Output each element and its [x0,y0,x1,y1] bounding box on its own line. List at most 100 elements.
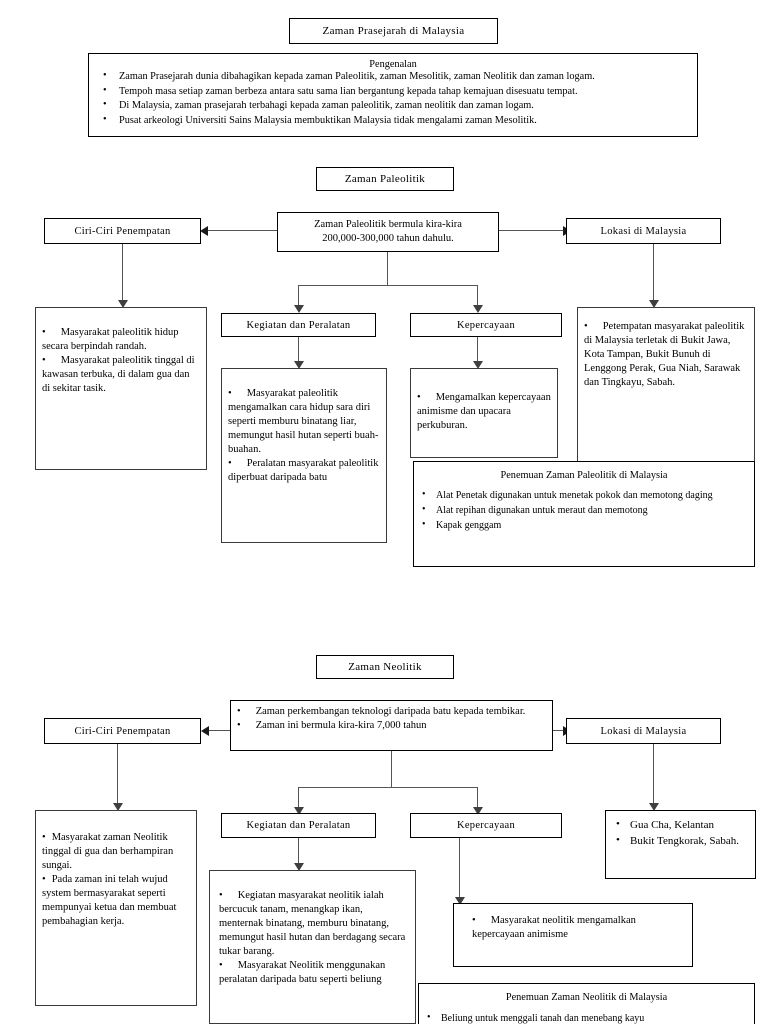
connector-to-kepercayaan [477,285,479,306]
connector-lokasi-down [653,244,655,301]
connector-paleolitik-stem [387,252,389,286]
arrowhead-left-ciri [200,226,208,236]
paleolitik-lokasi-header: Lokasi di Malaysia [600,225,687,237]
list-item: Beliung untuk menggali tanah dan meneban… [419,1011,754,1024]
paleolitik-ciri-header-box: Ciri-Ciri Penempatan [44,218,201,244]
neolitik-lokasi-detail-box: Gua Cha, Kelantan Bukit Tengkorak, Sabah… [605,810,756,879]
paleolitik-penemuan-box: Penemuan Zaman Paleolitik di Malaysia Al… [413,461,755,567]
arrowhead-down-kegiatan-detail [294,361,304,369]
pengenalan-list: Zaman Prasejarah dunia dibahagikan kepad… [89,69,697,129]
neolitik-kepercayaan-detail-box: •Masyarakat neolitik mengamalkan keperca… [453,903,693,967]
arrowhead-down-kegiatan [294,305,304,313]
connector-neolitik-to-lokasi [553,730,564,732]
neolitik-lokasi-header-box: Lokasi di Malaysia [566,718,721,744]
list-item: Alat repihan digunakan untuk meraut dan … [414,503,754,518]
paleolitik-kegiatan-bullet-1: •Masyarakat paleolitik mengamalkan cara … [228,388,379,456]
connector-neolitik-to-ciri [209,730,230,732]
paleolitik-kepercayaan-header: Kepercayaan [456,319,516,331]
paleolitik-lokasi-detail-box: •Petempatan masyarakat paleolitik di Mal… [577,307,755,462]
connector-to-kegiatan-neolitik [298,787,300,808]
arrowhead-down-kepercayaan-neolitik [473,807,483,815]
neolitik-main-bullet-2: •Zaman ini bermula kira-kira 7,000 tahun [237,720,427,732]
paleolitik-kepercayaan-header-box: Kepercayaan [410,313,562,337]
neolitik-kegiatan-detail-box: •Kegiatan masyarakat neolitik ialah berc… [209,870,416,1024]
neolitik-kegiatan-header: Kegiatan dan Peralatan [246,820,351,831]
neolitik-lokasi-header: Lokasi di Malaysia [600,725,687,737]
pengenalan-heading: Pengenalan [369,59,417,70]
paleolitik-kepercayaan-detail-box: •Mengamalkan kepercayaan animisme dan up… [410,368,558,458]
connector-ciri-down [122,244,124,301]
paleolitik-main-line-1: Zaman Paleolitik bermula kira-kira [314,219,462,230]
list-item: Gua Cha, Kelantan [612,817,755,834]
connector-kepercayaan-down [477,337,479,363]
arrowhead-down-kepercayaan [473,305,483,313]
arrowhead-down-kepercayaan-detail [473,361,483,369]
list-item: Alat Penetak digunakan untuk menetak pok… [414,488,754,503]
neolitik-section-title: Zaman Neolitik [348,661,422,673]
list-item: Bukit Tengkorak, Sabah. [612,833,755,850]
pengenalan-box: Pengenalan Zaman Prasejarah dunia dibaha… [88,53,698,137]
neolitik-kepercayaan-header-box: Kepercayaan [410,813,562,838]
neolitik-ciri-bullet-2: •Pada zaman ini telah wujud system berma… [42,874,177,928]
paleolitik-main-line-2: 200,000-300,000 tahun dahulu. [322,233,454,245]
neolitik-kepercayaan-bullet-1: •Masyarakat neolitik mengamalkan keperca… [472,915,636,941]
paleolitik-kegiatan-header: Kegiatan dan Peralatan [246,319,351,331]
arrowhead-down-kegiatan-neolitik [294,807,304,815]
connector-to-kepercayaan-neolitik [477,787,479,808]
neolitik-kegiatan-bullet-2: •Masyarakat Neolitik menggunakan peralat… [219,960,386,986]
paleolitik-ciri-bullet-1: •Masyarakat paleolitik hidup secara berp… [42,327,179,353]
neolitik-ciri-header-box: Ciri-Ciri Penempatan [44,718,201,744]
paleolitik-kegiatan-header-box: Kegiatan dan Peralatan [221,313,376,337]
arrowhead-down-ciri-detail [118,300,128,308]
connector-paleolitik-to-ciri [208,230,277,232]
connector-neolitik-stem [391,751,393,788]
connector-ciri-down-neolitik [117,744,119,804]
connector-kegiatan-down-neolitik [298,838,300,865]
neolitik-ciri-detail-box: •Masyarakat zaman Neolitik tinggal di gu… [35,810,197,1006]
connector-lokasi-down-neolitik [653,744,655,804]
neolitik-kegiatan-bullet-1: •Kegiatan masyarakat neolitik ialah berc… [219,890,406,958]
arrowhead-down-kepercayaan-detail-neolitik [455,897,465,905]
list-item: Pusat arkeologi Universiti Sains Malaysi… [89,113,697,129]
paleolitik-ciri-bullet-2: •Masyarakat paleolitik tinggal di kawasa… [42,355,195,395]
neolitik-main-bullet-1: •Zaman perkembangan teknologi daripada b… [237,706,526,717]
list-item: Zaman Prasejarah dunia dibahagikan kepad… [89,69,697,85]
arrowhead-down-lokasi-detail [649,300,659,308]
paleolitik-main-box: Zaman Paleolitik bermula kira-kira 200,0… [277,212,499,252]
neolitik-section-title-box: Zaman Neolitik [316,655,454,679]
paleolitik-lokasi-header-box: Lokasi di Malaysia [566,218,721,244]
arrowhead-down-kegiatan-detail-neolitik [294,863,304,871]
connector-paleolitik-branch [298,285,478,287]
neolitik-penemuan-box: Penemuan Zaman Neolitik di Malaysia Beli… [418,983,755,1024]
paleolitik-section-title: Zaman Paleolitik [344,173,426,185]
paleolitik-ciri-detail-box: •Masyarakat paleolitik hidup secara berp… [35,307,207,470]
connector-paleolitik-to-lokasi [499,230,563,232]
paleolitik-ciri-header: Ciri-Ciri Penempatan [74,225,171,237]
neolitik-kepercayaan-header: Kepercayaan [456,820,516,831]
neolitik-main-box: •Zaman perkembangan teknologi daripada b… [230,700,553,751]
paleolitik-section-title-box: Zaman Paleolitik [316,167,454,191]
list-item: Kapak genggam [414,518,754,533]
neolitik-ciri-bullet-1: •Masyarakat zaman Neolitik tinggal di gu… [42,832,174,872]
paleolitik-penemuan-header: Penemuan Zaman Paleolitik di Malaysia [500,470,668,481]
list-item: Tempoh masa setiap zaman berbeza antara … [89,84,697,100]
page-title: Zaman Prasejarah di Malaysia [322,25,465,37]
paleolitik-kepercayaan-bullet-1: •Mengamalkan kepercayaan animisme dan up… [417,392,551,432]
connector-to-kegiatan [298,285,300,306]
connector-kegiatan-down [298,337,300,363]
connector-kepercayaan-down-neolitik [459,838,461,898]
paleolitik-lokasi-bullet-1: •Petempatan masyarakat paleolitik di Mal… [584,321,745,389]
arrowhead-down-ciri-detail-neolitik [113,803,123,811]
paleolitik-penemuan-list: Alat Penetak digunakan untuk menetak pok… [414,488,754,533]
arrowhead-left-ciri-neolitik [201,726,209,736]
neolitik-kegiatan-header-box: Kegiatan dan Peralatan [221,813,376,838]
neolitik-lokasi-list: Gua Cha, Kelantan Bukit Tengkorak, Sabah… [606,817,755,850]
neolitik-penemuan-list: Beliung untuk menggali tanah dan meneban… [419,1011,754,1024]
neolitik-penemuan-header: Penemuan Zaman Neolitik di Malaysia [505,992,668,1003]
arrowhead-down-lokasi-detail-neolitik [649,803,659,811]
document-title-box: Zaman Prasejarah di Malaysia [289,18,498,44]
list-item: Di Malaysia, zaman prasejarah terbahagi … [89,98,697,114]
paleolitik-kegiatan-bullet-2: •Peralatan masyarakat paleolitik diperbu… [228,458,379,484]
neolitik-ciri-header: Ciri-Ciri Penempatan [74,725,171,737]
